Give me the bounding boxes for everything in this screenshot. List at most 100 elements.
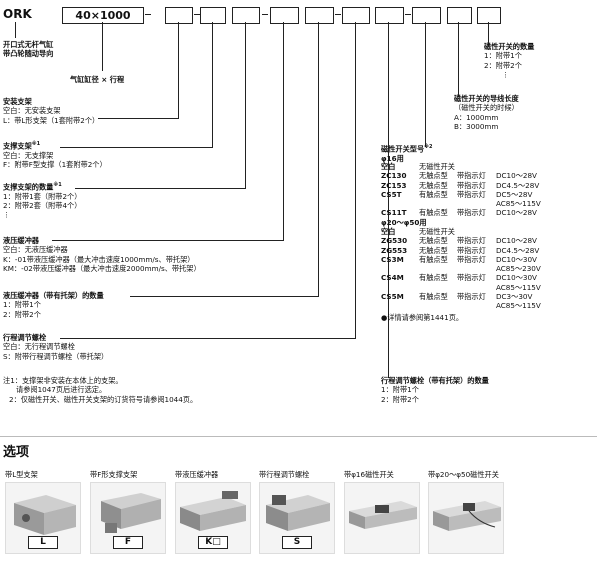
cylinder-f-bracket-icon [101,493,161,533]
code-box-bolt-qty [375,7,404,24]
connector-line [15,22,16,38]
switch-type: 无磁性开关 [419,227,455,236]
connector-line [388,22,389,378]
dash [194,14,200,15]
model-code: ORK [3,7,32,21]
switch-code: 空白 [381,227,396,236]
cylinder-image: F [90,482,166,554]
code-box-cushion [270,7,299,24]
option-label: 带行程调节螺栓 [259,470,310,479]
connector-line [98,118,179,119]
switch-code: ZC153 [381,180,407,190]
code-box-support [200,7,226,24]
option-code: F [113,536,143,549]
stroke-bolt-option-blank: 空白：无行程调节螺栓 [3,342,75,352]
connector-line [245,22,246,188]
option-code: L [28,536,58,549]
switch-type: 有触点型 [419,254,448,264]
switch-voltage: DC10～30V [496,273,537,283]
switch-type: 无磁性开关 [419,162,455,171]
dash [335,14,341,15]
mount-option-blank: 空白：无安装支架 [3,106,61,116]
section-divider [0,436,597,437]
bore-stroke-box: 40×1000 [62,7,144,24]
switch-voltage: AC85～115V [496,282,541,292]
option-switch-20-50: 带φ20～φ50磁性开关 [428,470,508,554]
switch-model-title: 磁性开关型号 [381,144,425,154]
switch-model-note: ※2 [424,144,433,150]
connector-line [283,22,284,240]
cylinder-image: K□ [175,482,251,554]
lead-option-a: A：1000mm [454,112,499,122]
code-box-stroke-bolt [342,7,370,24]
option-l-mount: 带L型支架 L [5,470,85,554]
dash [405,14,411,15]
switch-type: 有触点型 [419,189,448,199]
option-switch-16: 带φ16磁性开关 [344,470,424,554]
switch-voltage: DC4.5～28V [496,245,540,255]
bore-stroke-label: 气缸缸径 × 行程 [70,75,125,84]
code-box-cushion-qty [305,7,334,24]
switch-code: ZC130 [381,171,407,181]
option-k-cushion: 带液压缓冲器 K□ [175,470,255,554]
mount-option-l: L：带L形支架（1套附带2个） [3,115,100,125]
switch-ref: ●详情请参阅第1441页。 [381,313,464,322]
switch-qty-2: 2：附带2个 [484,60,522,70]
lead-subtitle: （磁性开关的时候） [454,103,519,113]
option-f-support: 带F形支撑支架 F [90,470,170,554]
connector-line [355,22,356,338]
connector-line [75,188,246,189]
switch-voltage: DC5～28V [496,189,533,199]
code-box-switch-qty [477,7,501,24]
option-label: 带φ20～φ50磁性开关 [428,470,499,479]
switch-voltage: AC85～230V [496,264,541,274]
code-box-mount [165,7,193,24]
switch-voltage: AC85～115V [496,301,541,311]
cushion-title: 液压缓冲器 [3,236,39,245]
cushion-option-km: KM：-02带液压缓冲器（最大冲击速度2000mm/s、带托架） [3,263,201,273]
switch-qty-more: ⋮ [502,69,510,79]
switch-code: 空白 [381,162,396,171]
code-box-switch-model [412,7,441,24]
connector-line [60,338,356,339]
cushion-option-blank: 空白：无液压缓冲器 [3,245,68,255]
option-s-stroke-bolt: 带行程调节螺栓 S [259,470,339,554]
switch-code: CS4M [381,273,404,283]
note-2: 2：仅磁性开关、磁性开关支架的订货符号请参阅1044页。 [9,394,198,404]
support-note: ※1 [31,141,41,147]
switch-code: CS5M [381,292,404,302]
connector-line [130,296,319,297]
switch-voltage: DC10～28V [496,236,537,246]
cylinder-image: S [259,482,335,554]
note-1: 注1：支撑架非安装在本体上的支架。 [3,376,123,385]
switch-indicator: 带指示灯 [457,208,486,218]
cylinder-shock-absorber-icon [180,491,246,531]
switch-voltage: DC10～28V [496,208,537,218]
option-label: 带液压缓冲器 [175,470,219,479]
cushion-qty-title: 液压缓冲器（带有托架）的数量 [3,291,104,300]
lead-title: 磁性开关的导线长度 [454,94,519,103]
cylinder-image [428,482,504,554]
connector-line [178,22,179,118]
bolt-qty-2: 2：附带2个 [381,394,419,404]
code-box-lead [447,7,472,24]
stroke-bolt-option-s: S：附带行程调节螺栓（带托架） [3,351,109,361]
connector-line [60,147,213,148]
connector-line [425,22,426,147]
cylinder-image [344,482,420,554]
support-qty-more: ⋮ [3,210,11,220]
bolt-qty-1: 1：附带1个 [381,385,419,395]
connector-line [102,22,103,71]
support-qty-2: 2：附带2套（附带4个） [3,200,82,210]
switch-voltage: AC85～115V [496,199,541,209]
cylinder-image: L [5,482,81,554]
switch-indicator: 带指示灯 [457,189,486,199]
mount-title: 安装支架 [3,97,32,106]
switch-code: CS3M [381,254,404,264]
switch-code: CS11T [381,208,407,218]
option-label: 带F形支撑支架 [90,470,138,479]
switch-voltage: DC4.5～28V [496,180,540,190]
switch-indicator: 带指示灯 [457,292,486,302]
switch-voltage: DC10～30V [496,254,537,264]
option-code: S [282,536,312,549]
